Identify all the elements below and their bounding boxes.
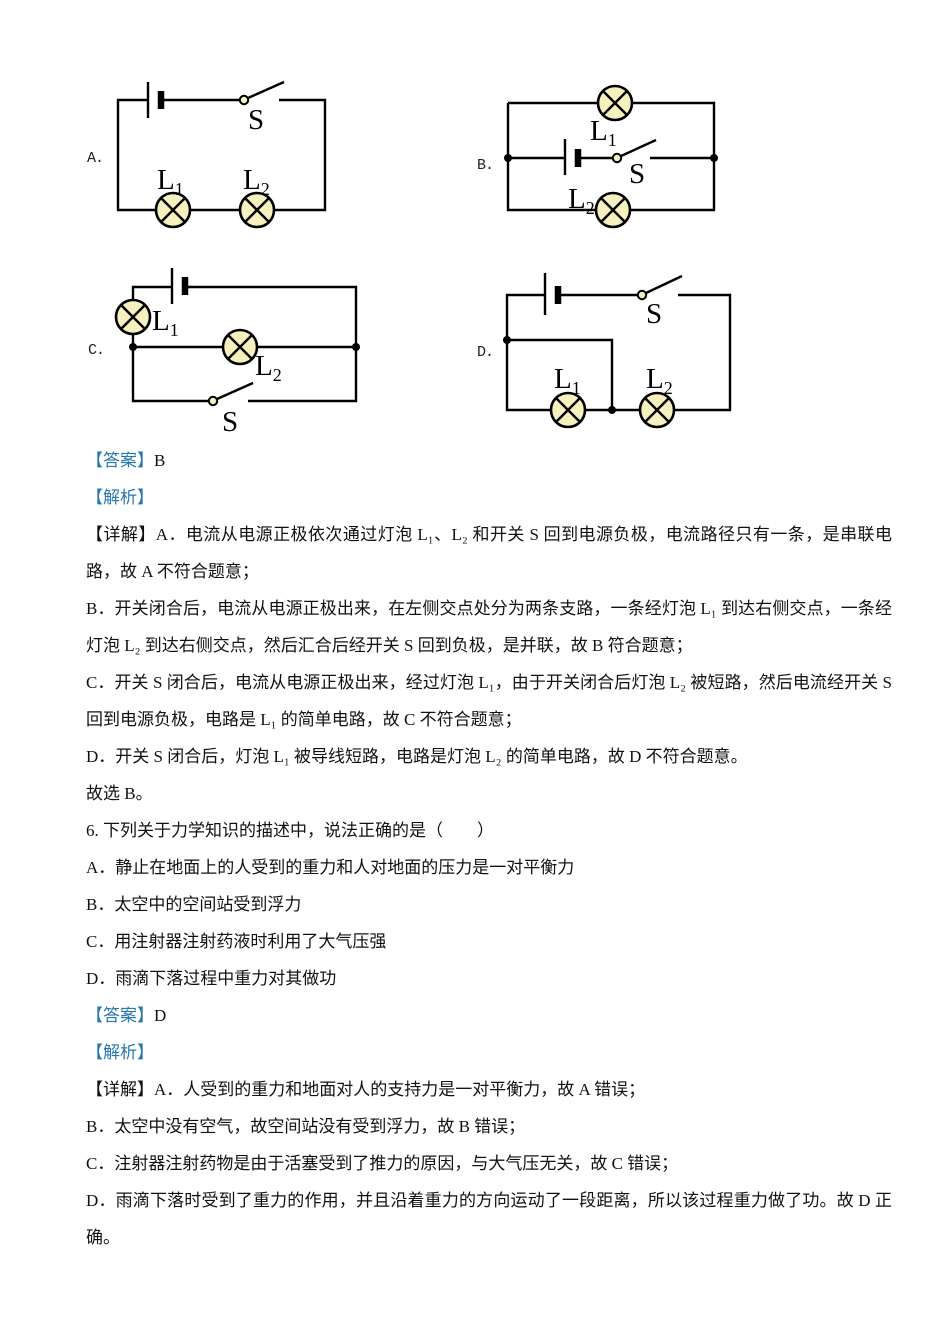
solution-text: 【答案】B 【解析】 【详解】A．电流从电源正极依次通过灯泡 L₁、L₂ 和开关…	[86, 442, 892, 1256]
q5-answer-line: 【答案】B	[86, 442, 892, 479]
q6-option-d: D．雨滴下落过程中重力对其做功	[86, 969, 337, 988]
analysis-label: 【解析】	[86, 488, 154, 507]
answer-value: B	[154, 451, 166, 470]
circuit-wires	[505, 293, 732, 412]
switch-s-label: S	[629, 158, 646, 190]
junction-dot	[352, 343, 360, 351]
lamp-l2-label: L2	[243, 164, 270, 199]
junction-dot	[710, 154, 718, 162]
q6-detail-a: 【详解】A．人受到的重力和地面对人的支持力是一对平衡力，故 A 错误；	[86, 1080, 646, 1099]
q6-option-c: C．用注射器注射药液时利用了大气压强	[86, 932, 387, 951]
lamp-l1-label: L1	[554, 363, 581, 398]
lamp-l2-label: L2	[255, 350, 282, 385]
q6-detail-b: B．太空中没有空气，故空间站没有受到浮力，故 B 错误；	[86, 1117, 526, 1136]
battery-icon	[170, 268, 189, 304]
switch-s-label: S	[646, 298, 663, 330]
lamp-l2-label: L2	[646, 363, 673, 398]
q6-detail-c: C．注射器注射药物是由于活塞受到了推力的原因，与大气压无关，故 C 错误；	[86, 1154, 679, 1173]
battery-icon	[563, 139, 582, 175]
q6-stem: 6. 下列关于力学知识的描述中，说法正确的是（ ）	[86, 821, 494, 840]
lamp-icon	[238, 191, 276, 229]
circuit-option-d: D.	[462, 262, 754, 442]
lamp-l2-label: L2	[568, 183, 595, 218]
q5-detail-d: D．开关 S 闭合后，灯泡 L₁ 被导线短路，电路是灯泡 L₂ 的简单电路，故 …	[86, 747, 748, 766]
q5-detail-b: B．开关闭合后，电流从电源正极出来，在左侧交点处分为两条支路，一条经灯泡 L₁ …	[86, 599, 892, 655]
lamp-l1-label: L1	[157, 164, 184, 199]
q5-conclusion: 故选 B。	[86, 784, 153, 803]
circuit-option-c: C.	[85, 262, 385, 442]
circuit-a-diagram	[116, 80, 327, 229]
circuit-b-diagram	[504, 84, 718, 229]
detail-label: 【详解】	[86, 525, 156, 544]
answer-label: 【答案】	[86, 451, 154, 470]
q6-option-b: B．太空中的空间站受到浮力	[86, 895, 302, 914]
junction-dot	[504, 154, 512, 162]
q5-analysis-line: 【解析】	[86, 479, 892, 516]
answer-label: 【答案】	[86, 1006, 154, 1025]
lamp-l1-label: L1	[590, 115, 617, 150]
option-c-letter: C.	[88, 342, 105, 359]
lamp-icon	[638, 391, 676, 429]
option-b-letter: B.	[477, 157, 494, 174]
option-d-letter: D.	[477, 344, 494, 361]
lamp-icon	[114, 298, 152, 336]
answer-value: D	[154, 1006, 167, 1025]
circuit-option-a: A.	[85, 72, 355, 242]
lamp-l1-label: L1	[152, 305, 179, 340]
switch-icon	[207, 381, 254, 407]
lamp-icon	[594, 191, 632, 229]
q5-detail-a: 【详解】A．电流从电源正极依次通过灯泡 L₁、L₂ 和开关 S 回到电源负极，电…	[86, 525, 893, 581]
q6-option-a: A．静止在地面上的人受到的重力和人对地面的压力是一对平衡力	[86, 858, 575, 877]
switch-icon	[611, 138, 657, 164]
circuit-c-diagram	[114, 268, 360, 407]
q6-answer-line: 【答案】D	[86, 997, 892, 1034]
detail-label: 【详解】	[86, 1080, 154, 1099]
circuit-d-diagram	[503, 273, 732, 429]
circuit-option-b: B.	[462, 72, 742, 242]
lamp-icon	[596, 84, 634, 122]
q6-detail-d: D．雨滴下落时受到了重力的作用，并且沿着重力的方向运动了一段距离，所以该过程重力…	[86, 1191, 892, 1247]
q5-detail-c: C．开关 S 闭合后，电流从电源正极出来，经过灯泡 L₁，由于开关闭合后灯泡 L…	[86, 673, 892, 729]
battery-icon	[543, 273, 562, 315]
switch-icon	[238, 80, 285, 106]
option-a-letter: A.	[87, 150, 104, 167]
junction-dot	[608, 406, 616, 414]
analysis-label: 【解析】	[86, 1043, 154, 1062]
switch-s-label: S	[248, 104, 265, 136]
q6-analysis-line: 【解析】	[86, 1034, 892, 1071]
lamp-icon	[221, 328, 259, 366]
lamp-icon	[154, 191, 192, 229]
switch-s-label: S	[222, 406, 239, 438]
junction-dot	[129, 343, 137, 351]
circuit-wires	[506, 101, 716, 212]
circuit-wires	[116, 98, 327, 212]
switch-icon	[636, 274, 683, 301]
lamp-icon	[549, 391, 587, 429]
junction-dot	[503, 336, 511, 344]
battery-icon	[146, 82, 165, 118]
